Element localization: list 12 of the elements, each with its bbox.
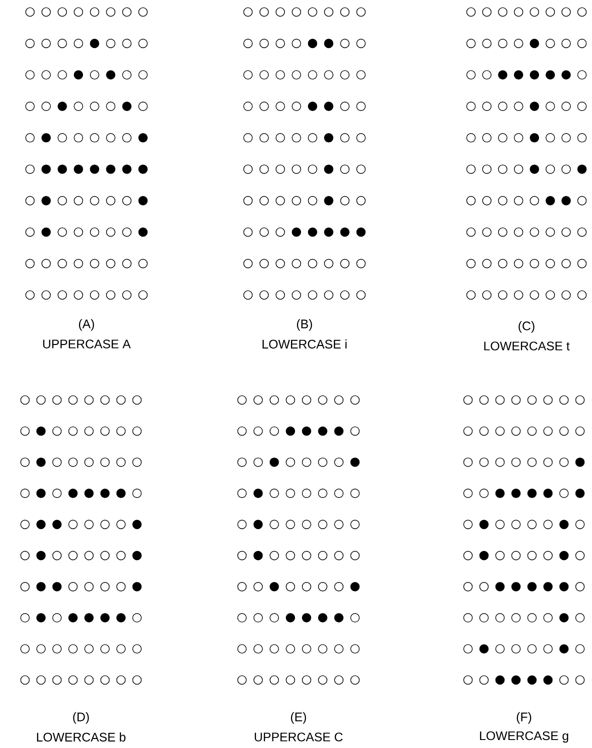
panel-label: (A) [78,319,94,331]
panel-label: (E) [290,712,306,724]
panel-label: (F) [516,712,532,724]
panel-caption: UPPERCASE C [254,732,343,742]
panel-caption: UPPERCASE A [43,340,131,348]
panel-label: (D) [73,712,89,724]
panel-caption: LOWERCASE b [37,732,126,742]
panel-caption: LOWERCASE i [262,339,347,349]
panel-caption: LOWERCASE t [484,342,570,350]
panel-caption: LOWERCASE g [480,731,568,743]
panel-label: (C) [518,321,534,333]
panel-label: (B) [296,319,312,331]
